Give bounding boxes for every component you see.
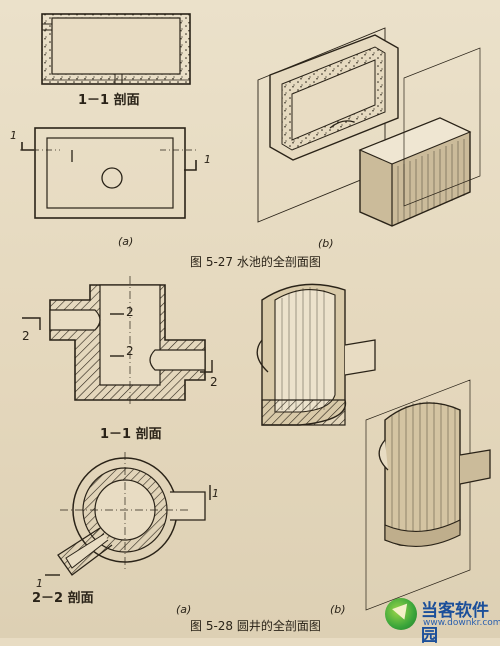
watermark-logo-icon	[385, 598, 417, 630]
fig527-section-view	[41, 13, 191, 85]
watermark[interactable]: 当客软件园 www.downkr.com	[385, 594, 500, 646]
watermark-url: www.downkr.com	[423, 618, 500, 628]
fig527-caption: 图 5-27 水池的全剖面图	[190, 255, 321, 269]
fig528-marker-1-right: 1	[212, 487, 219, 500]
fig528-sub-a: (a)	[176, 603, 192, 616]
fig528-sub-b: (b)	[330, 603, 346, 616]
fig527-marker-1-left: 1	[10, 129, 17, 142]
fig528-section-view	[22, 276, 213, 405]
fig528-section-label: 1－1 剖面	[100, 427, 162, 442]
fig528-bottom-section-label: 2－2 剖面	[32, 591, 94, 606]
fig527-sub-a: (a)	[118, 235, 134, 248]
fig527-isometric	[257, 27, 481, 227]
fig528-marker-2-upper-left: 2	[22, 329, 30, 343]
fig527-sub-b: (b)	[318, 237, 334, 250]
fig528-isometric-upper	[256, 283, 376, 426]
fig527-plan-view	[20, 127, 198, 219]
fig528-marker-2-upper-mid: 2	[126, 305, 134, 319]
fig527-marker-1-right: 1	[204, 153, 211, 166]
fig528-caption: 图 5-28 圆井的全剖面图	[190, 619, 321, 633]
fig527-section-label: 1－1 剖面	[78, 93, 140, 108]
fig528-isometric-lower	[365, 379, 491, 611]
fig528-marker-2-mid: 2	[126, 344, 134, 358]
fig528-marker-1-left: 1	[36, 577, 43, 590]
fig528-marker-2-right: 2	[210, 375, 218, 389]
fig528-plan-view	[45, 452, 211, 576]
